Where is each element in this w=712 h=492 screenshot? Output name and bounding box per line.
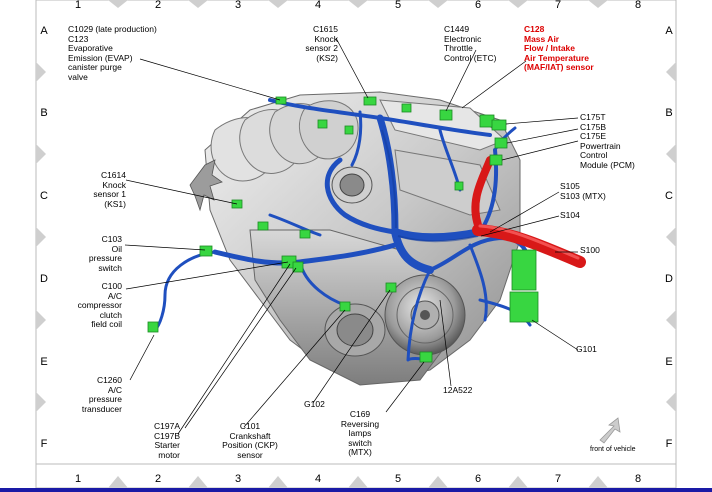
bottom-rule: [0, 488, 712, 492]
row-left-f: F: [40, 438, 48, 450]
row-left-e: E: [40, 356, 48, 368]
connector-etc: [439, 109, 453, 121]
col-top-2: 2: [154, 0, 162, 11]
callout-g102: G102: [304, 399, 325, 409]
connector-evap: [275, 96, 287, 105]
callout-g101: G101: [576, 344, 597, 354]
battery-junction: [509, 291, 539, 323]
connector-ckp: [339, 301, 351, 312]
row-right-e: E: [665, 356, 673, 368]
col-top-7: 7: [554, 0, 562, 11]
col-top-4: 4: [314, 0, 322, 11]
callout-s100: S100: [580, 245, 600, 255]
row-right-b: B: [665, 107, 673, 119]
leader-lines: [124, 37, 579, 435]
col-bottom-2: 2: [154, 473, 162, 485]
callout-12a522: 12A522: [443, 385, 473, 395]
col-top-1: 1: [74, 0, 82, 11]
row-right-f: F: [665, 438, 673, 450]
col-bottom-5: 5: [394, 473, 402, 485]
connector-reversing-lamp: [419, 351, 433, 363]
air-intake-tube: [471, 156, 586, 268]
row-left-b: B: [40, 107, 48, 119]
col-bottom-8: 8: [634, 473, 642, 485]
connector-c175e: [489, 154, 503, 166]
grid-arrows: [36, 0, 676, 488]
connector-c175b: [494, 137, 508, 149]
wiring-harness-shadow: [381, 129, 479, 243]
front-of-vehicle-arrow: [599, 417, 621, 444]
connector-c175t: [491, 119, 507, 131]
col-top-6: 6: [474, 0, 482, 11]
col-bottom-7: 7: [554, 473, 562, 485]
col-top-3: 3: [234, 0, 242, 11]
connector-ac-transducer: [147, 321, 159, 333]
connector-c197: [292, 261, 304, 273]
pcm-module: [511, 249, 537, 291]
row-right-c: C: [665, 190, 673, 202]
col-top-5: 5: [394, 0, 402, 11]
col-bottom-4: 4: [314, 473, 322, 485]
col-bottom-3: 3: [234, 473, 242, 485]
connector-oil-pressure: [199, 245, 213, 257]
row-left-d: D: [40, 273, 48, 285]
connector-aux: [257, 221, 269, 231]
col-bottom-1: 1: [74, 473, 82, 485]
col-bottom-6: 6: [474, 473, 482, 485]
connector-s104-side: [299, 229, 311, 239]
row-left-a: A: [40, 25, 48, 37]
wiring-harness: [153, 98, 532, 362]
connector-ks2: [363, 96, 377, 106]
connector-g102: [385, 282, 397, 293]
front-of-vehicle-label: front of vehicle: [590, 446, 636, 453]
row-right-a: A: [665, 25, 673, 37]
row-right-d: D: [665, 273, 673, 285]
col-top-8: 8: [634, 0, 642, 11]
row-left-c: C: [40, 190, 48, 202]
callout-s104: S104: [560, 210, 580, 220]
